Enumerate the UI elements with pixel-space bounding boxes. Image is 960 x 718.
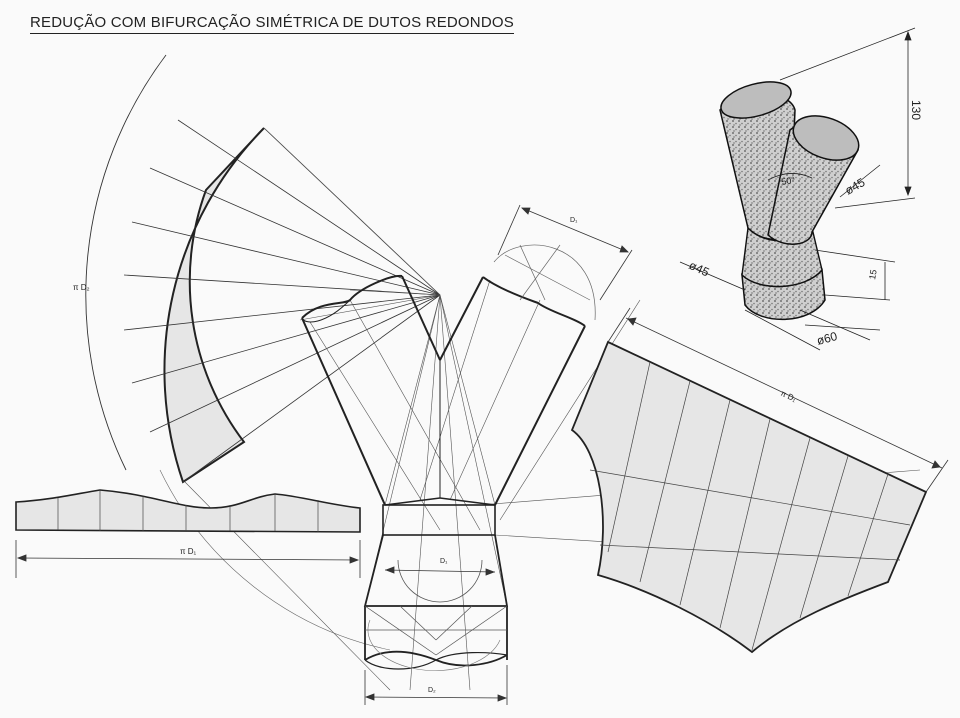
d1-mid-label: D₁ <box>440 558 448 565</box>
branch-construction <box>493 244 596 321</box>
branch-strip <box>15 489 361 533</box>
branch-development-right: π D₁ <box>570 307 949 654</box>
cone-dimension-label: π D₂ <box>73 283 90 292</box>
iso-branch-diameter-left: ø45 <box>687 258 712 280</box>
d1-top-label: D₁ <box>570 217 578 224</box>
iso-angle-label: 50° <box>781 175 797 187</box>
branch-strip-dimension <box>15 540 361 578</box>
isometric-view: 130 ø45 50° ø45 15 ø60 <box>679 27 923 351</box>
iso-left-opening <box>720 81 792 119</box>
right-branch-outline <box>439 276 586 506</box>
cone-radial-lines <box>123 119 441 483</box>
iso-base-diameter: ø60 <box>815 329 839 348</box>
collar <box>382 504 496 536</box>
d2-bottom-dimension <box>364 665 508 705</box>
cone-development: π D₂ <box>73 54 441 484</box>
iso-collar-label: 15 <box>867 269 879 281</box>
iso-right-opening <box>792 115 860 161</box>
right-development-dimension <box>607 307 949 493</box>
branch-development-left: π D₁ <box>15 489 361 578</box>
cone-dimension-arc <box>85 54 167 471</box>
d1-mid-dimension <box>384 566 496 576</box>
branch-strip-lines <box>57 490 319 532</box>
branch-strip-label: π D₁ <box>180 547 197 556</box>
right-development-lines <box>589 361 911 651</box>
iso-height-label: 130 <box>909 100 923 120</box>
iso-dimension-lines <box>679 27 916 351</box>
y-assembly <box>301 274 586 671</box>
cone-development-band <box>163 127 265 484</box>
drawing-title: REDUÇÃO COM BIFURCAÇÃO SIMÉTRICA DE DUTO… <box>30 14 514 34</box>
d2-bottom-label: D₂ <box>428 687 436 694</box>
right-development-label: π D₁ <box>779 389 798 404</box>
reducer-cone <box>363 534 509 607</box>
d1-top-dimension <box>497 204 633 301</box>
